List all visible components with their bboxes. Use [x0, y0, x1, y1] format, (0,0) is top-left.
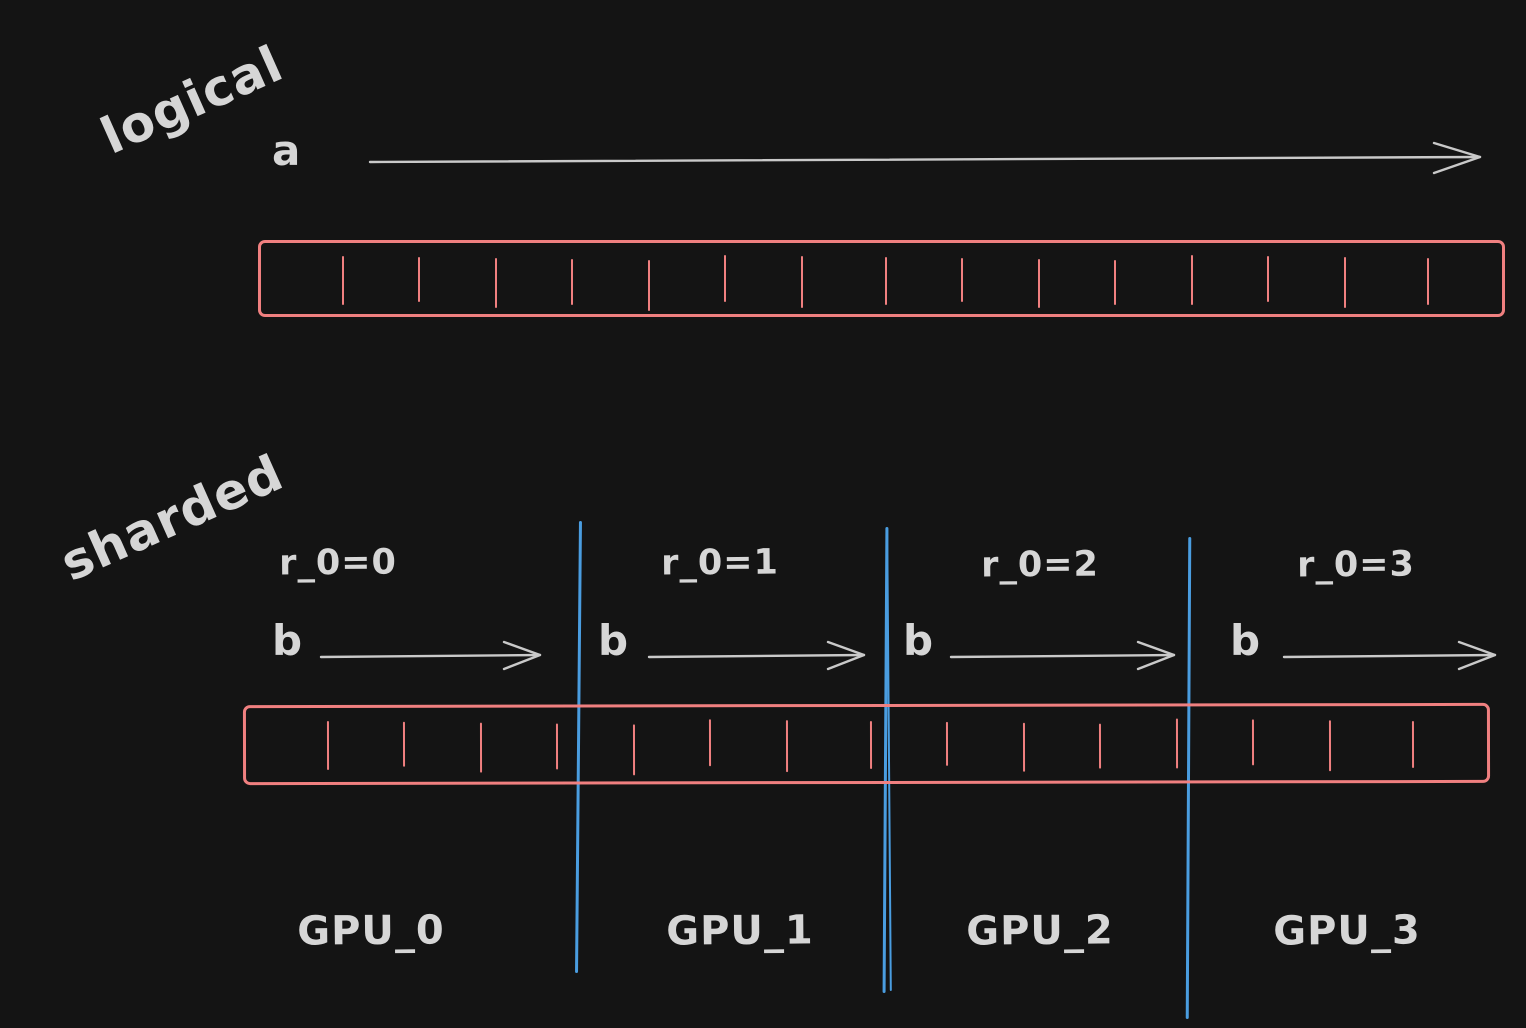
array-cell-tick [800, 256, 803, 308]
array-cell-tick [961, 258, 964, 302]
array-cell-tick [946, 721, 949, 766]
gpu-label-2: GPU_2 [966, 907, 1114, 955]
array-cell-tick [556, 723, 559, 770]
array-cell-tick [1343, 257, 1346, 308]
sharded-section-title: sharded [52, 443, 292, 593]
array-cell-tick [479, 722, 482, 773]
b-dimension-label-0: b [272, 616, 304, 665]
gpu-label-0: GPU_0 [297, 907, 445, 955]
b-axis-arrow-icon-3 [1282, 640, 1497, 671]
array-cell-tick [709, 719, 712, 767]
gpu-label-1: GPU_1 [666, 907, 814, 955]
array-cell-tick [418, 257, 421, 302]
logical-array-box [258, 240, 1505, 317]
array-cell-tick [1022, 722, 1025, 772]
a-axis-arrow-icon [368, 141, 1482, 175]
array-cell-tick [571, 259, 574, 305]
a-dimension-label: a [272, 126, 302, 175]
array-cell-tick [647, 260, 650, 311]
array-cell-tick [1412, 721, 1415, 769]
rank-label-3: r_0=3 [1296, 544, 1416, 586]
array-cell-tick [1252, 719, 1255, 766]
sharded-array-box [242, 702, 1491, 786]
b-dimension-label-1: b [598, 616, 630, 665]
logical-section-title: logical [92, 34, 292, 166]
array-cell-tick [632, 724, 635, 776]
array-cell-tick [341, 256, 344, 305]
array-cell-tick [869, 720, 872, 769]
array-cell-tick [1037, 259, 1040, 308]
rank-label-1: r_0=1 [660, 542, 780, 584]
array-cell-tick [1267, 256, 1270, 302]
array-cell-tick [326, 720, 329, 770]
b-dimension-label-3: b [1230, 616, 1262, 665]
array-cell-tick [1328, 720, 1331, 772]
b-axis-arrow-icon-1 [647, 640, 866, 671]
array-cell-tick [785, 720, 788, 773]
b-dimension-label-2: b [903, 616, 935, 665]
array-cell-tick [1190, 255, 1193, 305]
array-cell-tick [724, 255, 727, 302]
b-axis-arrow-icon-0 [319, 640, 542, 671]
array-cell-tick [884, 257, 887, 305]
array-cell-tick [1114, 260, 1117, 305]
array-cell-tick [1175, 718, 1178, 769]
gpu-label-3: GPU_3 [1273, 907, 1421, 955]
rank-label-2: r_0=2 [980, 544, 1100, 586]
array-cell-tick [1427, 258, 1430, 305]
array-cell-tick [494, 258, 497, 308]
rank-label-0: r_0=0 [278, 542, 398, 584]
array-cell-tick [1099, 723, 1102, 769]
array-cell-tick [403, 721, 406, 767]
b-axis-arrow-icon-2 [949, 640, 1176, 671]
